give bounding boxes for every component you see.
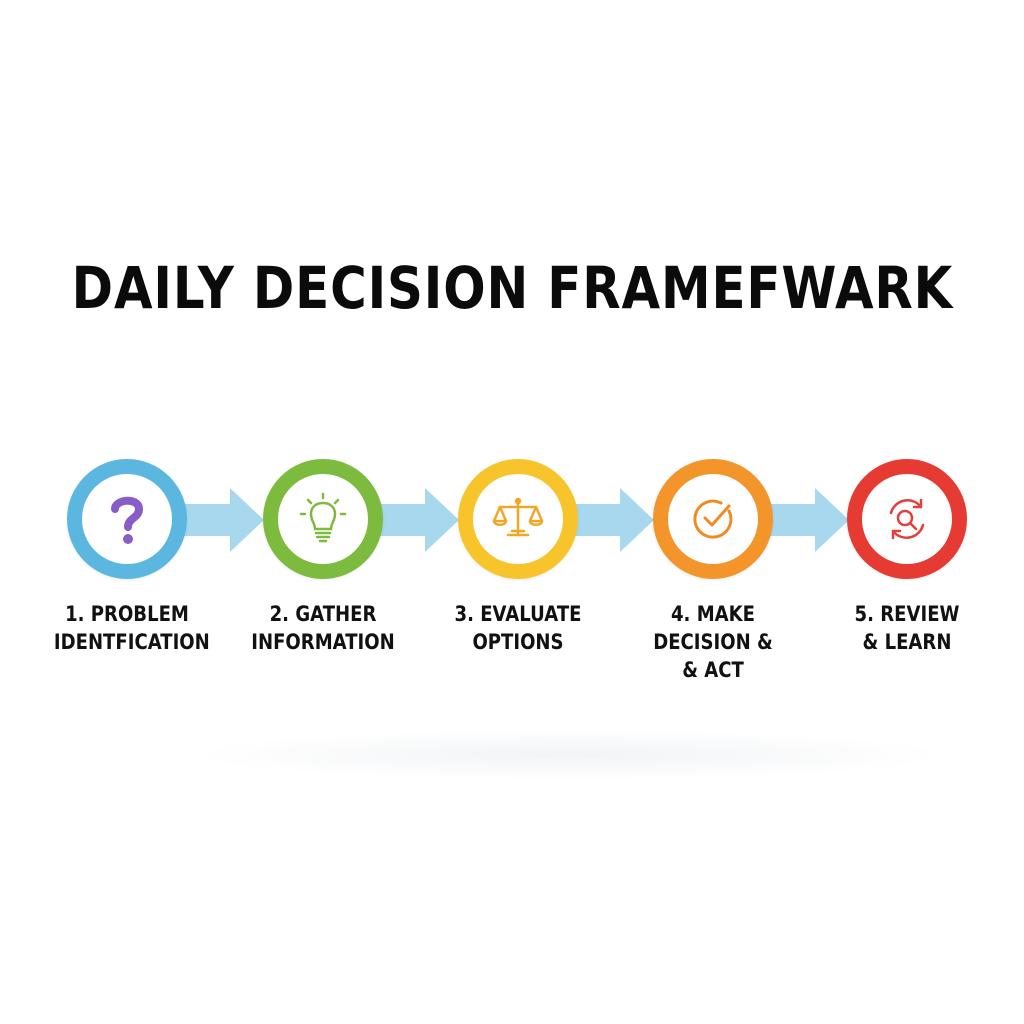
step-5-circle	[847, 459, 967, 579]
step-2-circle	[263, 459, 383, 579]
step-3-label: 3. EVALUATE OPTIONS	[454, 602, 582, 654]
lightbulb-icon	[295, 491, 351, 547]
step-1-label: 1. PROBLEM IDENTFICATION	[53, 602, 210, 654]
arrow-right-icon	[180, 488, 264, 552]
background-smudge	[190, 730, 950, 780]
step-3-circle	[458, 459, 578, 579]
review-cycle-icon	[879, 491, 935, 547]
diagram-title: DAILY DECISION FRAMEFWARK	[71, 254, 954, 322]
balance-scale-icon	[490, 491, 546, 547]
arrow-right-icon	[765, 488, 849, 552]
step-4-circle	[653, 459, 773, 579]
arrow-right-icon	[375, 488, 459, 552]
step-2-label: 2. GATHER INFORMATION	[251, 602, 395, 654]
check-circle-icon	[685, 491, 741, 547]
step-5-label: 5. REVIEW & LEARN	[854, 602, 960, 654]
step-4-label: 4. MAKE DECISION & & ACT	[653, 602, 773, 682]
question-mark-icon	[99, 491, 155, 547]
arrow-right-icon	[570, 488, 654, 552]
step-1-circle	[67, 459, 187, 579]
